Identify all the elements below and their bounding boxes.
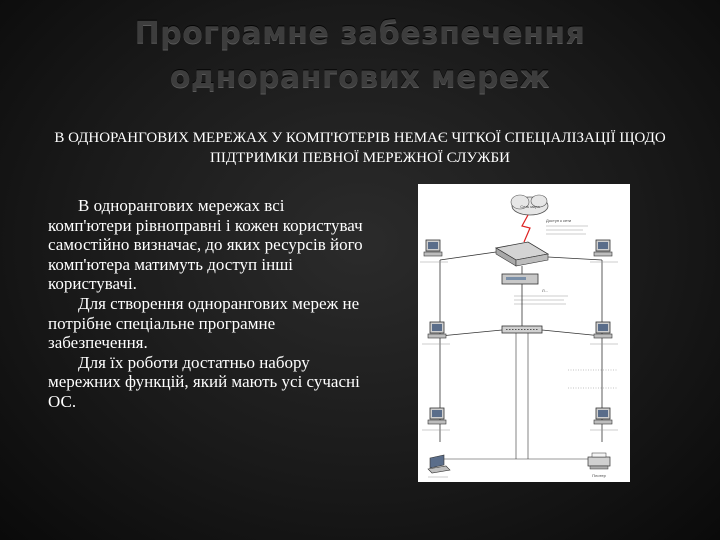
link-line [547, 256, 603, 261]
link-line [541, 329, 603, 337]
switch-icon [501, 325, 543, 334]
laptop-icon [427, 454, 451, 474]
server-icon [501, 273, 539, 285]
title-line-1: Програмне забезпечення [134, 16, 586, 51]
slide-subtitle: В ОДНОРАНГОВИХ МЕРЕЖАХ У КОМП'ЮТЕРІВ НЕМ… [54, 130, 666, 166]
paragraph-2: Для створення однорангових мереж не потр… [48, 293, 360, 353]
server-note: Л... [542, 288, 548, 293]
slide-title: Програмне забезпечення однорангових мере… [0, 12, 720, 100]
lightning-link-icon [521, 214, 531, 243]
workstation-icon [427, 407, 447, 425]
title-line-2: однорангових мереж [169, 60, 551, 95]
network-diagram: Сеть мира Доступ к сети Л... [418, 184, 630, 482]
plotter-icon [587, 452, 611, 470]
network-diagram-svg: Сеть мира Доступ к сети Л... [420, 194, 618, 478]
workstation-icon [593, 239, 613, 257]
workstation-icon [593, 407, 613, 425]
paragraph-3: Для їх роботи достатньо набору мережних … [48, 352, 360, 411]
workstation-icon [593, 321, 613, 339]
paragraph-1: В однорангових мережах всі комп'ютери рі… [48, 196, 363, 294]
plotter-label: Плотер [592, 473, 606, 478]
link-line [439, 251, 497, 261]
workstation-icon [423, 239, 443, 257]
label-top-right: Доступ к сети [546, 218, 571, 223]
cloud-label: Сеть мира [520, 204, 540, 209]
body-text: В однорангових мережах всі комп'ютери рі… [48, 196, 366, 412]
cloud-icon: Сеть мира [510, 194, 549, 216]
workstation-icon [427, 321, 447, 339]
link-line [439, 329, 503, 337]
router-icon [494, 241, 550, 267]
